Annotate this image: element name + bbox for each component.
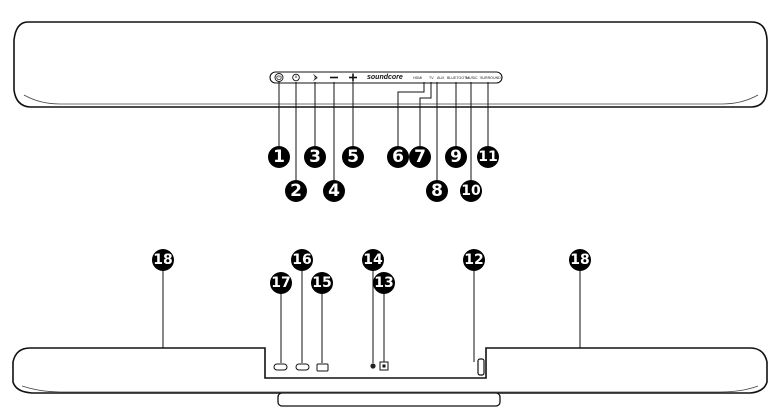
callout-18-left-label: 18: [153, 252, 172, 268]
callout-15: 15: [311, 272, 333, 294]
control-panel: [269, 71, 503, 84]
callout-4: 4: [323, 180, 345, 202]
callout-12: 12: [463, 249, 485, 271]
dc-in-port: [477, 358, 485, 376]
input-source-icon: [292, 73, 300, 82]
callout-18-left: 18: [152, 249, 174, 271]
callout-1-label: 1: [273, 147, 285, 167]
top-leader-lines: [278, 82, 489, 180]
callout-15-label: 15: [312, 275, 331, 291]
hdmi-arc-port: [273, 363, 288, 371]
aux-in-port: [370, 363, 376, 369]
callout-6: 6: [387, 146, 409, 168]
indicator-label-tv: TV: [429, 76, 434, 80]
soundbar-back-view: [12, 347, 768, 407]
callout-2: 2: [285, 180, 307, 202]
indicator-label-music: MUSIC: [466, 76, 478, 80]
bluetooth-icon: [313, 74, 318, 81]
callout-8: 8: [426, 180, 448, 202]
callout-2-label: 2: [290, 181, 302, 201]
callout-1: 1: [268, 146, 290, 168]
callout-7-label: 7: [414, 147, 426, 167]
callout-12-label: 12: [464, 252, 483, 268]
callout-11: 11: [477, 146, 499, 168]
indicator-label-hdmi: HDMI: [413, 76, 422, 80]
soundbar-stand: [277, 392, 501, 407]
callout-14-label: 14: [363, 252, 383, 268]
callout-18-right-label: 18: [570, 252, 589, 268]
callout-10: 10: [460, 180, 482, 202]
indicator-label-surround: SURROUND: [480, 76, 501, 80]
callout-6-label: 6: [392, 147, 404, 167]
callout-9-label: 9: [450, 147, 462, 167]
callout-10-label: 10: [461, 183, 481, 199]
volume-up-icon: [349, 73, 357, 82]
hdmi-in-port: [295, 363, 310, 371]
callout-17: 17: [270, 272, 292, 294]
callout-9: 9: [445, 146, 467, 168]
indicator-label-bluetooth: BLUETOOTH: [447, 76, 469, 80]
callout-18-right: 18: [569, 249, 591, 271]
power-icon: [274, 73, 284, 82]
callout-7: 7: [409, 146, 431, 168]
callout-4-label: 4: [328, 181, 340, 201]
usb-port: [316, 363, 329, 372]
bottom-leader-lines: [162, 270, 581, 363]
callout-8-label: 8: [431, 181, 443, 201]
callout-5: 5: [342, 146, 364, 168]
soundbar-top-view: soundcore HDMI TV AUX BLUETOOTH MUSIC SU…: [13, 21, 768, 108]
callout-16: 16: [291, 249, 313, 271]
callout-17-label: 17: [271, 275, 290, 291]
callout-5-label: 5: [347, 147, 359, 167]
callout-3: 3: [304, 146, 326, 168]
callout-11-label: 11: [478, 149, 497, 165]
callout-13-label: 13: [374, 275, 393, 291]
callout-3-label: 3: [309, 147, 321, 167]
brand-logo: soundcore: [367, 74, 403, 81]
callout-13: 13: [373, 272, 395, 294]
indicator-label-aux: AUX: [437, 76, 445, 80]
callout-16-label: 16: [292, 252, 311, 268]
callout-14: 14: [362, 249, 384, 271]
